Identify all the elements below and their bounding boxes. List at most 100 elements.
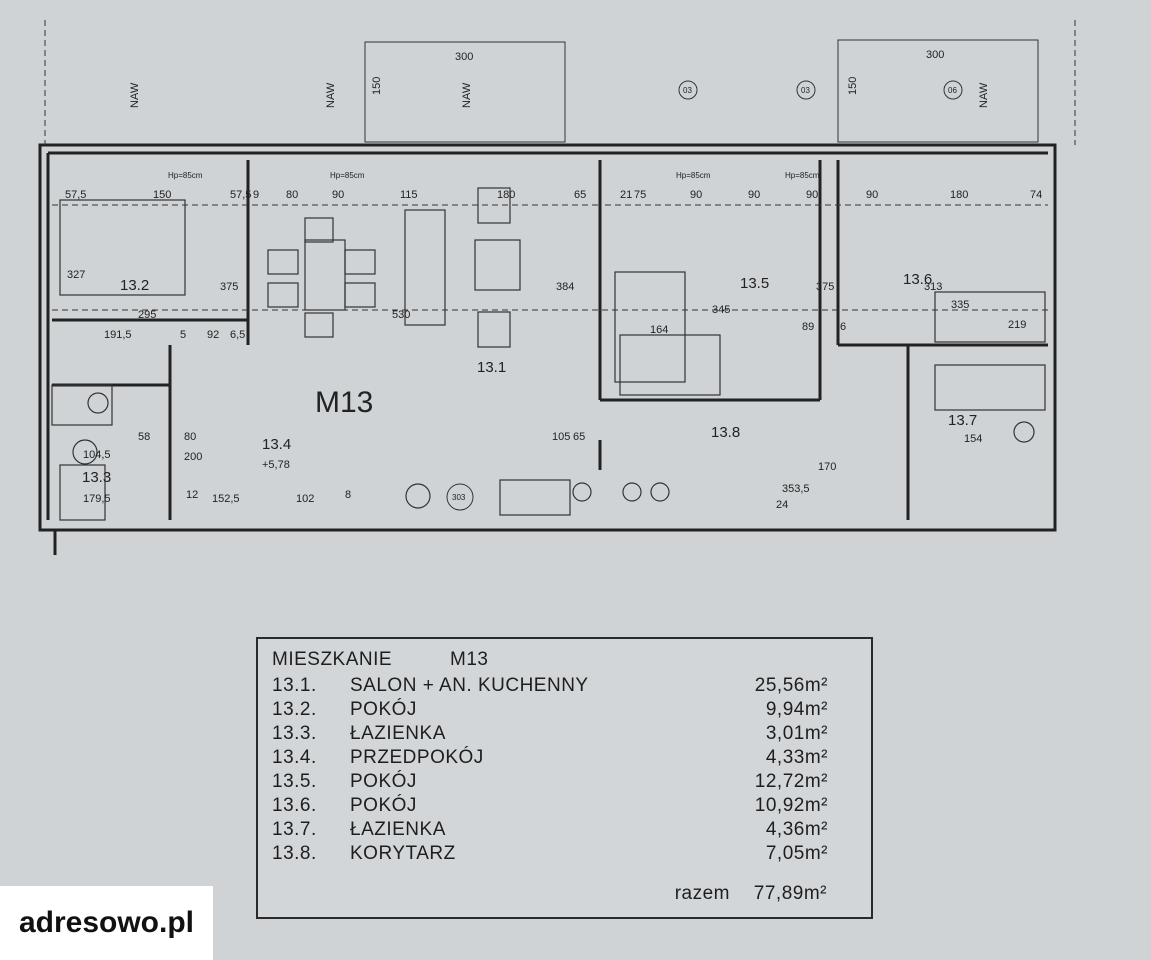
window-tag-2: NAW: [325, 82, 337, 108]
legend-row: 13.6. POKÓJ 10,92m²: [272, 795, 852, 819]
dimension-label: 21: [620, 189, 632, 201]
dimension-label: 65: [573, 431, 585, 443]
room-label-13-3: 13.3: [82, 469, 111, 486]
legend-title: MIESZKANIE M13: [272, 649, 488, 671]
legend-row-name: PRZEDPOKÓJ: [350, 747, 484, 768]
dimension-label: 375: [220, 281, 238, 293]
dimension-label: 104,5: [83, 449, 111, 461]
legend-total-area: 77,89m²: [753, 883, 827, 904]
dimension-label: 375: [816, 281, 834, 293]
balcony-left-width: 300: [455, 51, 473, 63]
dimension-label: 90: [690, 189, 702, 201]
legend-row-num: 13.6.: [272, 795, 317, 816]
room-label-13-4: 13.4: [262, 436, 291, 453]
dimension-label: 105: [552, 431, 570, 443]
legend-row-area: 4,36m²: [765, 819, 828, 840]
dimension-label: 180: [950, 189, 968, 201]
balcony-right-width: 300: [926, 49, 944, 61]
unit-label: M13: [315, 386, 373, 419]
legend-total: razem 77,89m²: [675, 883, 827, 905]
dimension-label: 8: [345, 489, 351, 501]
dimension-label: 200: [184, 451, 202, 463]
legend-row-name: ŁAZIENKA: [350, 723, 446, 744]
level-mark: +5,78: [262, 459, 290, 471]
room-label-13-7: 13.7: [948, 412, 977, 429]
legend-row: 13.3. ŁAZIENKA 3,01m²: [272, 723, 852, 747]
window-sill-2: Hp=85cm: [330, 171, 365, 180]
marker-303: 303: [452, 493, 466, 502]
dimension-label: 75: [634, 189, 646, 201]
adresowo-logo: adresowo.pl: [0, 886, 213, 960]
legend-total-label: razem: [674, 883, 731, 904]
dimension-label: 191,5: [104, 329, 132, 341]
dimension-label: 102: [296, 493, 314, 505]
legend-row-area: 7,05m²: [765, 843, 828, 864]
dimension-label: 384: [556, 281, 574, 293]
window-tag-3: NAW: [461, 82, 473, 108]
window-mark-3: 06: [948, 86, 957, 95]
dimension-label: 74: [1030, 189, 1042, 201]
furniture: [51, 187, 1046, 521]
dimension-label: 154: [964, 433, 982, 445]
legend-row-num: 13.5.: [272, 771, 317, 792]
legend-row-num: 13.2.: [272, 699, 317, 720]
room-label-13-1: 13.1: [477, 359, 506, 376]
dimension-label: 115: [400, 189, 418, 201]
dimension-label: 89: [802, 321, 814, 333]
dimension-label: 90: [332, 189, 344, 201]
dimension-label: 24: [776, 499, 788, 511]
legend-unit-code: M13: [450, 649, 489, 670]
window-sill-4: Hp=85cm: [785, 171, 820, 180]
dimension-label: 179,5: [83, 493, 111, 505]
legend-row-area: 4,33m²: [765, 747, 828, 768]
room-label-13-5: 13.5: [740, 275, 769, 292]
dimension-label: 80: [286, 189, 298, 201]
dimension-label: 12: [186, 489, 198, 501]
area-legend: MIESZKANIE M13 13.1. SALON + AN. KUCHENNY…: [256, 637, 873, 919]
legend-row-area: 10,92m²: [754, 795, 828, 816]
dimension-label: 170: [818, 461, 836, 473]
dimension-label: 530: [392, 309, 410, 321]
dimension-label: 353,5: [782, 483, 810, 495]
dimension-label: 150: [153, 189, 171, 201]
legend-title-text: MIESZKANIE: [272, 649, 393, 670]
logo-text: adresowo.pl: [18, 906, 195, 939]
dimension-label: 295: [138, 309, 156, 321]
dimension-label: 90: [866, 189, 878, 201]
legend-row-area: 3,01m²: [765, 723, 828, 744]
legend-row-num: 13.3.: [272, 723, 317, 744]
legend-row-num: 13.1.: [272, 675, 317, 696]
legend-row-num: 13.7.: [272, 819, 317, 840]
dimension-label: 152,5: [212, 493, 240, 505]
dimension-label: 65: [574, 189, 586, 201]
window-sill-3: Hp=85cm: [676, 171, 711, 180]
window-tags: NAW NAW NAW NAW 03 03 06 Hp=85cm Hp=85cm…: [129, 80, 990, 180]
dimension-label: 90: [748, 189, 760, 201]
window-sill-1: Hp=85cm: [168, 171, 203, 180]
legend-row-name: SALON + AN. KUCHENNY: [350, 675, 589, 696]
legend-row-name: KORYTARZ: [350, 843, 456, 864]
dimension-label: 313: [924, 281, 942, 293]
dimension-label: 90: [806, 189, 818, 201]
legend-row-area: 25,56m²: [754, 675, 828, 696]
window-mark-2: 03: [801, 86, 810, 95]
legend-row-area: 12,72m²: [754, 771, 828, 792]
dimension-label: 58: [138, 431, 150, 443]
window-mark-1: 03: [683, 86, 692, 95]
dimension-label: 92: [207, 329, 219, 341]
balcony-right-depth: 150: [847, 77, 859, 95]
legend-row-name: ŁAZIENKA: [350, 819, 446, 840]
legend-row-name: POKÓJ: [350, 771, 417, 792]
balconies: 300 300 150 150: [364, 39, 1039, 143]
dimension-label: 57,5: [65, 189, 86, 201]
room-label-13-2: 13.2: [120, 277, 149, 294]
walls: [38, 143, 1057, 555]
dashed-lines: [44, 20, 1076, 311]
legend-row-name: POKÓJ: [350, 795, 417, 816]
legend-row: 13.7. ŁAZIENKA 4,36m²: [272, 819, 852, 843]
window-tag-1: NAW: [129, 82, 141, 108]
